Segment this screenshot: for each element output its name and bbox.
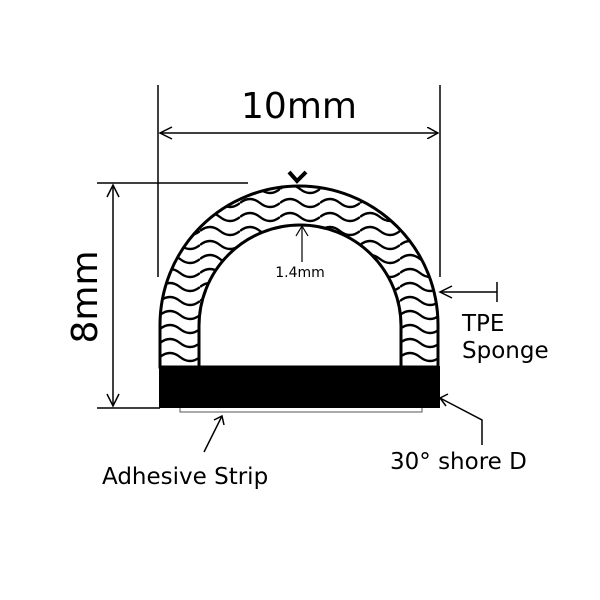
wall-thickness-label: 1.4mm bbox=[275, 265, 325, 281]
top-mark-icon bbox=[287, 170, 308, 184]
base-material-label: 30° shore D bbox=[390, 449, 527, 475]
material-label-line1: TPE bbox=[461, 311, 504, 337]
material-label-line2: Sponge bbox=[462, 338, 549, 364]
sponge-bulb bbox=[158, 184, 440, 369]
base-strip bbox=[159, 366, 440, 408]
height-label: 8mm bbox=[65, 250, 106, 343]
width-label: 10mm bbox=[241, 86, 357, 127]
adhesive-strip bbox=[179, 408, 423, 413]
adhesive-label: Adhesive Strip bbox=[102, 464, 268, 490]
